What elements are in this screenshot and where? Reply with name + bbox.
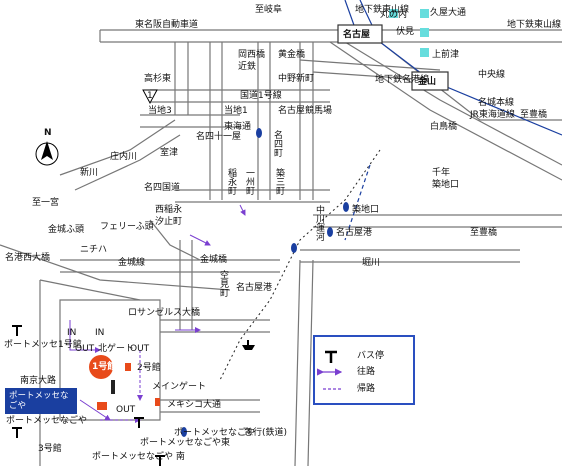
label-shigan: 至岐阜 — [255, 5, 283, 15]
label-shinkawa: 新川 — [80, 168, 99, 178]
label-chuo: 中央線 — [478, 70, 506, 80]
label-higashiyama-line: 地下鉄東山線 — [507, 20, 562, 30]
nagoya-station-box — [337, 24, 383, 44]
label-shonai: 庄内川 — [110, 152, 138, 162]
label-inaei: 稲永町 — [226, 168, 236, 195]
label-meishi-juichiya: 名四十一屋 — [196, 132, 242, 142]
label-nakano: 中野新町 — [278, 74, 315, 84]
label-kinjo-line: 金城線 — [118, 258, 146, 268]
label-hall3: 3号館 — [38, 444, 62, 454]
legend-outbound: 往路 — [357, 367, 376, 377]
label-tomei: 東名阪自動車道 — [135, 20, 199, 30]
label-out1: OUT — [75, 344, 95, 354]
label-losangeles: ロサンゼルス大橋 — [128, 308, 201, 318]
label-fushimi: 伏見 — [396, 27, 415, 37]
label-shiichinomiya: 至一宮 — [32, 198, 60, 208]
label-takasugi: 高杉東 — [144, 74, 172, 84]
route-shield-icon — [142, 89, 158, 105]
label-toji1: 当地1 — [224, 106, 248, 116]
label-kanayama: 金山 — [418, 77, 437, 87]
label-kyuomae: 久屋大通 — [430, 8, 467, 18]
label-nanko: 南京大路 — [20, 376, 57, 386]
label-shiohama: 汐止町 — [155, 217, 183, 227]
legend-return: 帰路 — [357, 384, 376, 394]
meiko-line — [344, 164, 371, 241]
label-tsukijimachi: 築三町 — [274, 168, 284, 195]
label-meiko-port2: 名古屋港 — [236, 283, 273, 293]
label-nakagawa: 中川運河 — [314, 205, 324, 241]
label-bus-east: ポートメッセなごや東 — [140, 438, 231, 448]
legend: バス停 往路 帰路 — [313, 335, 415, 405]
label-chikubashi: 近鉄 — [238, 62, 257, 72]
hall1-circle — [89, 355, 113, 379]
label-in1: IN — [67, 328, 77, 338]
label-out2: OUT — [130, 344, 150, 354]
label-gate-north: 北ゲート — [98, 344, 135, 354]
label-ichiban: 一州町 — [244, 168, 254, 195]
label-nagoya-station: 名古屋 — [343, 30, 371, 40]
label-toyohashi2: 至豊橋 — [470, 228, 498, 238]
route-shield-label: 1 — [147, 91, 153, 101]
label-kinjo-futo: 金城ふ頭 — [48, 225, 85, 235]
label-kyuko: 急行(鉄道) — [244, 428, 288, 438]
label-meijo: 名城本線 — [478, 98, 515, 108]
label-bus-south: ポートメッセなごや 南 — [92, 452, 185, 462]
label-meiko-port: 名古屋港 — [336, 228, 373, 238]
anchor-icon — [242, 340, 255, 350]
label-maruno-uchi: 丸の内 — [380, 10, 408, 20]
label-tsukiji: 築地口 — [432, 180, 460, 190]
label-ferry: フェリーふ頭 — [100, 222, 154, 232]
label-nichiha: ニチハ — [80, 245, 108, 255]
label-main-gate: メインゲート — [152, 382, 207, 392]
label-kamimaezu: 上前津 — [432, 50, 460, 60]
bus-stop-icons — [12, 325, 165, 466]
north-arrow-icon — [35, 141, 59, 166]
label-meiko-nishi: 名港西大橋 — [5, 253, 51, 263]
north-label: N — [44, 128, 52, 138]
label-port-messe-1: ポートメッセ1号館 — [4, 340, 82, 350]
label-sorami: 空見町 — [218, 270, 228, 297]
port-messe-nagoya-box[interactable]: ポートメッセなごや — [5, 388, 77, 414]
label-kokudo1: 国道1号線 — [240, 91, 282, 101]
label-horikawa: 堀川 — [362, 258, 381, 268]
label-chitose: 千年 — [432, 168, 451, 178]
label-port-messe-left: ポートメッセなごや — [6, 416, 88, 426]
label-out3: OUT — [116, 405, 136, 415]
hall2-marker — [125, 363, 131, 371]
label-hall2: 2号館 — [137, 363, 161, 373]
label-toyohashi: 至豊橋 — [520, 110, 548, 120]
label-nishiinaei: 西稲永 — [155, 205, 183, 215]
label-hall1: 1号館 — [92, 362, 117, 372]
legend-bus-stop: バス停 — [357, 351, 385, 361]
label-kinjo-bridge: 金城橋 — [200, 255, 228, 265]
label-nishibashi: 岡西橋 — [238, 50, 266, 60]
label-kogane: 黄金橋 — [278, 50, 306, 60]
label-meishi-kokudo: 名四国道 — [144, 183, 181, 193]
gate-bar — [111, 380, 115, 394]
port-messe-nagoya-box-label: ポートメッセなごや — [9, 391, 69, 411]
purple-routes — [69, 204, 246, 423]
label-keiba: 名古屋競馬場 — [278, 106, 333, 116]
hall3-marker — [97, 402, 107, 410]
road-network — [0, 29, 562, 466]
label-chikatetsu-higashiyama: 地下鉄東山線 — [355, 5, 410, 15]
label-meiko-line: 地下鉄名港線 — [375, 75, 430, 85]
label-shiro: 白鳥橋 — [430, 122, 458, 132]
label-mexico: メキシコ大通 — [167, 400, 222, 410]
label-port-messe-right: ポートメッセなごや — [174, 428, 256, 438]
label-jr-tokaido: JR東海道線 — [470, 110, 515, 120]
label-tsukijiguchi: 築地口 — [352, 205, 380, 215]
cyan-stations — [389, 9, 429, 57]
bus-markers — [181, 128, 349, 437]
label-meishi: 名四町 — [272, 130, 282, 157]
kanayama-station-box — [411, 71, 449, 91]
label-murotsu: 室津 — [160, 148, 179, 158]
label-in2: IN — [95, 328, 105, 338]
main-gate-marker — [155, 398, 160, 406]
label-tokairo: 東海通 — [224, 122, 252, 132]
dotted-rail — [219, 149, 381, 381]
label-toji3: 当地3 — [148, 106, 172, 116]
